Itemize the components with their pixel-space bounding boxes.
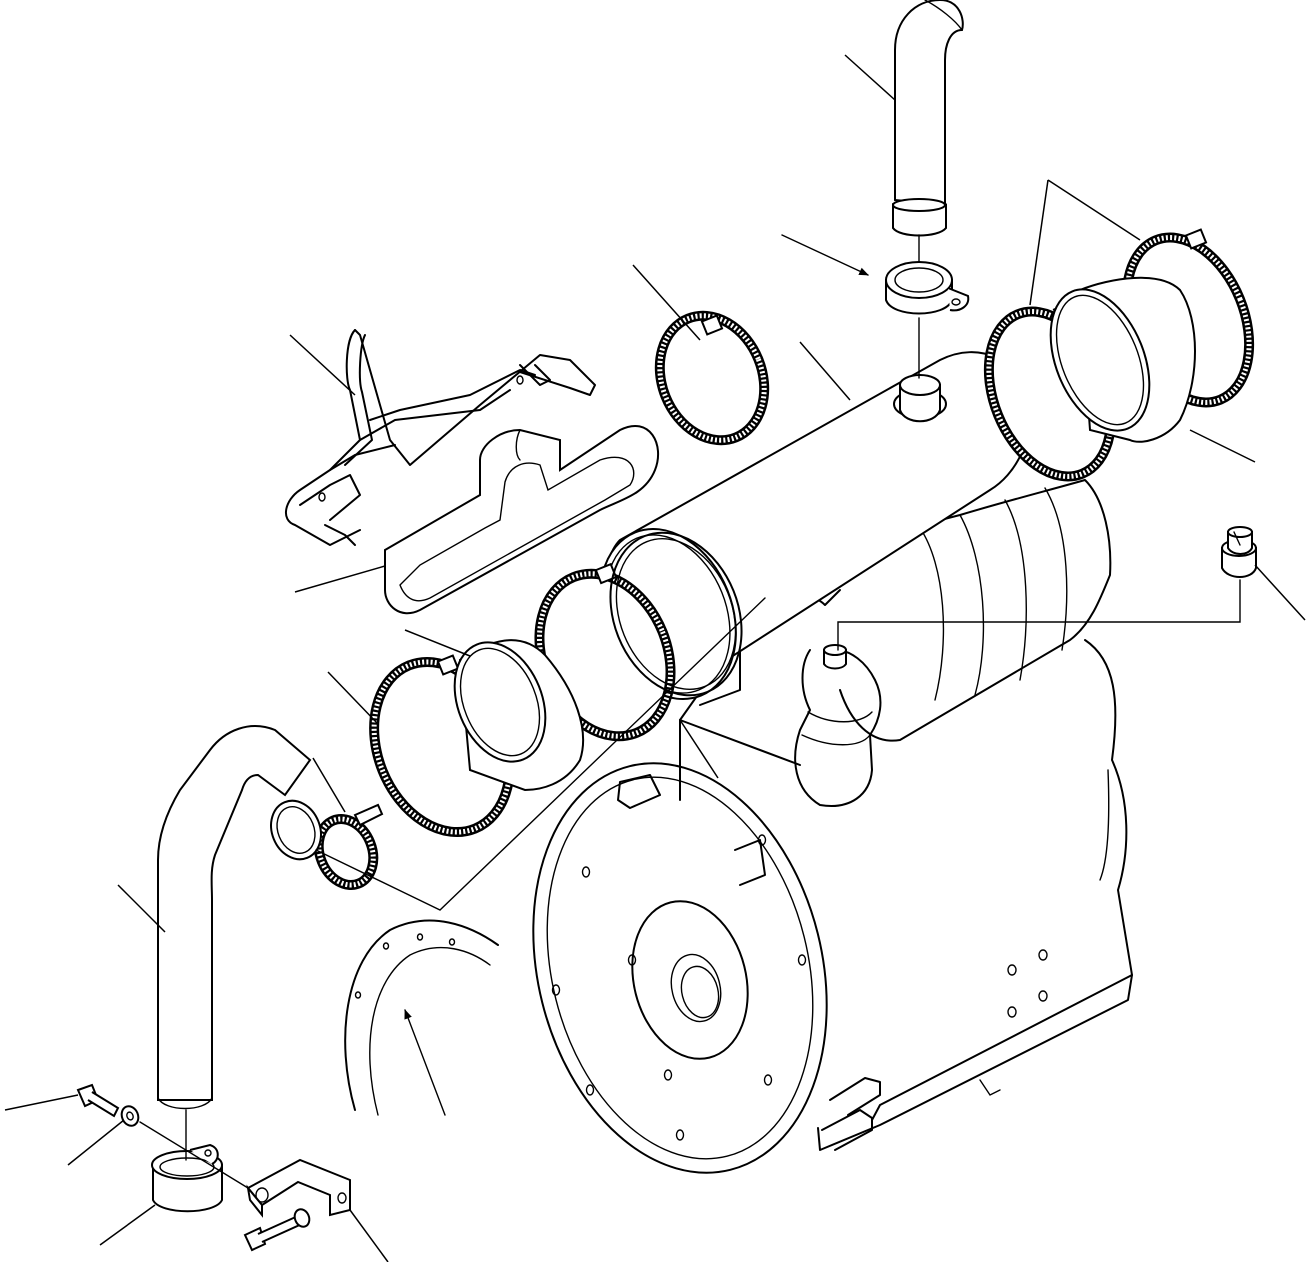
angle-bracket <box>248 1160 350 1215</box>
callout-leaders <box>5 55 1305 1262</box>
sleeve-lower <box>438 629 583 790</box>
engine-block <box>818 640 1132 1150</box>
block-bolt-holes <box>1008 950 1047 1017</box>
sleeve-ring <box>587 513 765 715</box>
pipe-sleeve <box>152 1145 222 1211</box>
exhaust-tail-pipe <box>893 0 963 236</box>
sleeve-upper <box>1031 275 1195 445</box>
hose-clamp-a <box>642 300 783 456</box>
air-intake-hose <box>158 726 329 1108</box>
rubber-sleeves <box>438 275 1195 790</box>
wire-bracket <box>286 330 595 545</box>
air-cleaner-element <box>385 426 658 613</box>
washer <box>119 1104 141 1129</box>
housing-bolt-holes <box>553 835 806 1140</box>
dust-cap <box>1222 527 1256 577</box>
assembly-lines <box>140 235 1240 1188</box>
pipe-clamp <box>886 262 968 314</box>
hose-clamp-small <box>309 805 383 893</box>
bolt <box>78 1085 118 1116</box>
flange-gasket-view <box>345 921 498 1115</box>
bracket-bolt <box>245 1207 312 1250</box>
flywheel-housing <box>492 732 868 1204</box>
